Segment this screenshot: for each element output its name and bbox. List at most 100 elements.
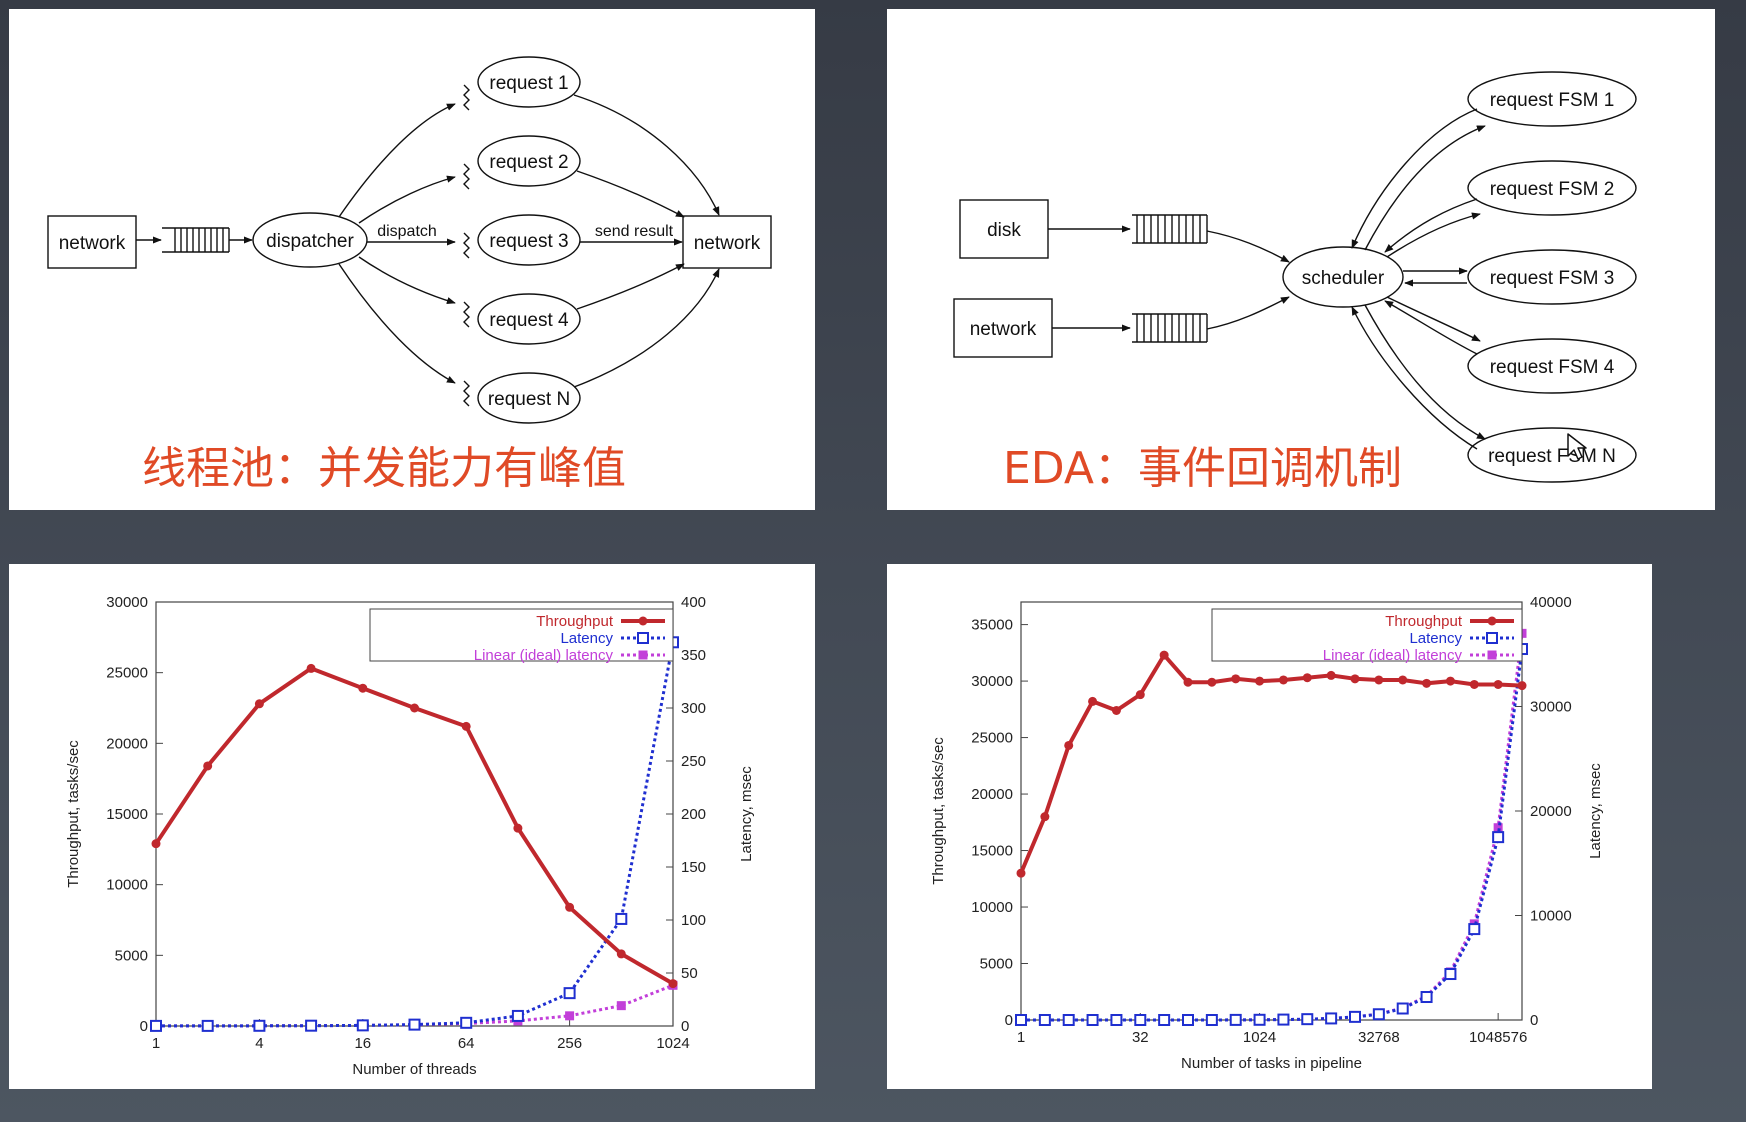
network-in-box	[47, 215, 137, 269]
series-point	[1088, 696, 1098, 706]
legend-marker	[1487, 650, 1497, 660]
y-tick-label: 30000	[971, 673, 1013, 690]
eda-diagram-panel: disk network scheduler request FSM 1 req…	[887, 9, 1715, 510]
series-point	[1134, 1014, 1147, 1026]
legend-marker	[1486, 632, 1498, 644]
series-point	[1040, 812, 1050, 822]
series-point	[511, 1009, 524, 1022]
series-point	[1158, 1014, 1171, 1026]
series-point	[356, 1019, 369, 1032]
series-point	[408, 1018, 421, 1031]
y2-tick-label: 0	[681, 1018, 689, 1035]
request-label: request 1	[489, 73, 568, 94]
y-tick-label: 0	[1005, 1012, 1013, 1029]
y2-tick-label: 50	[681, 965, 698, 982]
request-label: request 2	[489, 152, 568, 173]
x-tick-label: 1	[152, 1035, 160, 1052]
x-tick-label: 32768	[1358, 1029, 1400, 1046]
fsm-node	[1467, 338, 1637, 394]
x-tick-label: 4	[255, 1035, 263, 1052]
fsm-node	[1467, 160, 1637, 216]
y-tick-label: 5000	[980, 956, 1013, 973]
series-point	[1326, 670, 1336, 680]
legend-label: Throughput	[536, 613, 614, 630]
legend-marker	[1487, 616, 1497, 626]
series-point	[460, 1016, 473, 1029]
legend-label: Throughput	[1385, 613, 1463, 630]
series-point	[1086, 1014, 1099, 1026]
series-point	[615, 912, 628, 925]
series-point	[1110, 1014, 1123, 1026]
y2-axis-label: Latency, msec	[1587, 763, 1604, 859]
legend-box	[369, 608, 674, 662]
series-point	[151, 839, 161, 849]
series-point	[1350, 674, 1360, 684]
series-point	[1325, 1012, 1338, 1025]
fsm-node	[1467, 427, 1637, 483]
queue-icon	[1132, 313, 1208, 343]
y2-tick-label: 400	[681, 594, 706, 611]
series-point	[358, 683, 368, 693]
legend-label: Linear (ideal) latency	[1323, 647, 1463, 664]
request-label: request N	[488, 389, 570, 410]
series-point	[201, 1019, 214, 1032]
series-point	[1062, 1014, 1075, 1026]
series-point	[1064, 740, 1074, 750]
thread-squiggle-icon	[463, 84, 470, 407]
request-node	[477, 135, 581, 187]
series-point	[565, 902, 575, 912]
request-node	[477, 372, 581, 424]
y-tick-label: 10000	[971, 899, 1013, 916]
fsm-label: request FSM 4	[1490, 357, 1615, 378]
y-tick-label: 10000	[106, 877, 148, 894]
network-in-label: network	[59, 233, 126, 254]
x-axis-label: Number of threads	[352, 1061, 476, 1078]
y2-tick-label: 100	[681, 912, 706, 929]
request-node	[477, 56, 581, 108]
y-tick-label: 25000	[106, 665, 148, 682]
series-point	[616, 949, 626, 959]
series-line-2	[1021, 633, 1524, 1022]
legend-marker	[637, 632, 649, 644]
series-point	[253, 1019, 266, 1032]
queue-icon	[1132, 214, 1208, 244]
y-axis-label: Throughput, tasks/sec	[65, 740, 82, 888]
series-point	[1016, 868, 1026, 878]
series-line-1	[156, 642, 675, 1028]
x-axis-label: Number of tasks in pipeline	[1181, 1055, 1362, 1072]
series-point	[1253, 1013, 1266, 1026]
series-point	[1469, 679, 1479, 689]
series-point	[1301, 1013, 1314, 1026]
request-node	[477, 293, 581, 345]
pipeline-chart: 0500010000150002000025000300003500001000…	[930, 594, 1604, 1072]
series-point	[461, 721, 471, 731]
series-point	[1038, 1014, 1051, 1026]
series-point	[1420, 991, 1433, 1004]
x-tick-label: 32	[1132, 1029, 1149, 1046]
series-point	[1374, 675, 1384, 685]
series-point	[668, 979, 678, 989]
series-point	[1229, 1013, 1242, 1026]
legend-marker	[638, 616, 648, 626]
y-tick-label: 0	[140, 1018, 148, 1035]
scheduler-node	[1282, 246, 1404, 308]
request-label: request 4	[489, 310, 569, 331]
y2-tick-label: 40000	[1530, 594, 1572, 611]
series-point	[1015, 1014, 1027, 1026]
series-line-0	[1019, 651, 1523, 874]
series-point	[1183, 677, 1193, 687]
fsm-label: request FSM 1	[1490, 90, 1615, 111]
y-axis-label: Throughput, tasks/sec	[930, 737, 947, 885]
x-tick-label: 1048576	[1469, 1029, 1527, 1046]
y-tick-label: 15000	[971, 843, 1013, 860]
legend-box	[1211, 608, 1523, 662]
series-point	[1159, 650, 1169, 660]
threads-chart: 0500010000150002000025000300000501001502…	[65, 594, 755, 1078]
series-point	[203, 761, 213, 771]
legend-marker	[638, 650, 648, 660]
fsm-label: request FSM 2	[1490, 179, 1615, 200]
series-point	[1444, 968, 1457, 981]
series-point	[410, 703, 419, 713]
series-point	[1277, 1013, 1290, 1026]
queue-icon	[162, 227, 230, 253]
